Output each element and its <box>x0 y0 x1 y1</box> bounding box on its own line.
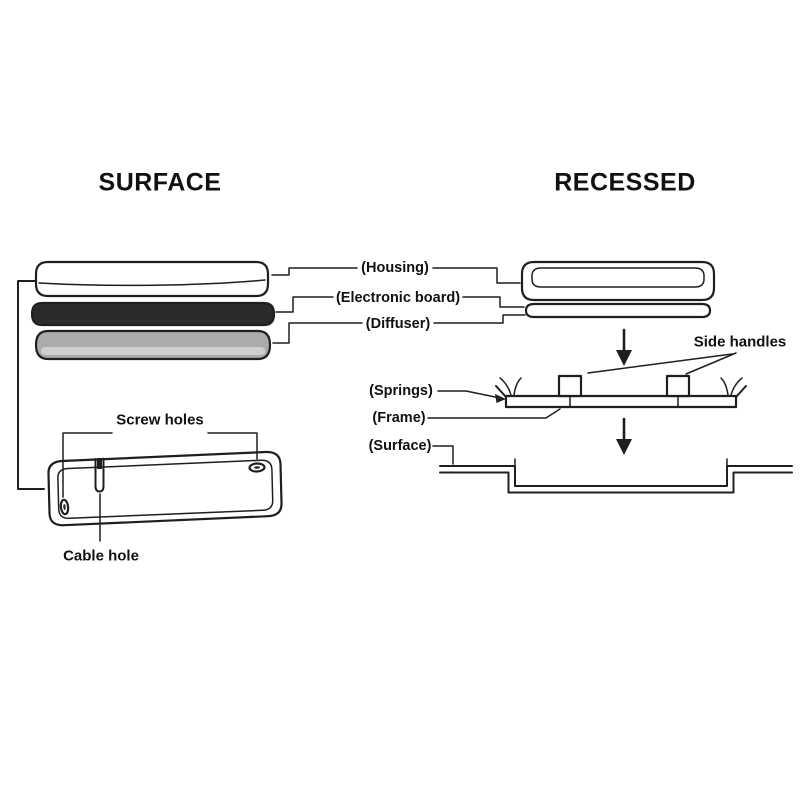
handle-right <box>665 374 691 398</box>
side-handles-leader-right <box>685 352 737 375</box>
mounting-plate <box>47 450 283 527</box>
diffuser-highlight <box>41 347 265 355</box>
recess-lip-ticks <box>514 458 728 467</box>
springs-leader <box>437 390 501 399</box>
cable-hole-slot <box>94 457 105 493</box>
title-surface: SURFACE <box>98 168 222 197</box>
down-arrow-2 <box>616 417 632 455</box>
down-arrow-1 <box>616 328 632 366</box>
label-screw-holes: Screw holes <box>116 411 204 429</box>
board-leader-right <box>462 296 525 308</box>
frame-leader <box>427 408 561 419</box>
surface-outer-line <box>439 471 793 494</box>
label-springs: (Springs) <box>369 383 433 399</box>
housing-leader-right <box>432 267 521 284</box>
label-cable-hole: Cable hole <box>63 547 139 565</box>
label-diffuser: (Diffuser) <box>365 316 431 332</box>
recessed-panel-topface <box>531 267 705 288</box>
frame-lip-left <box>495 385 507 398</box>
screw-holes-leader-right <box>207 432 258 460</box>
part-leader-lines <box>271 267 526 344</box>
recessed-panel-lip <box>524 302 712 319</box>
bracket-connector <box>17 280 45 490</box>
recessed-panel-slab <box>520 260 716 302</box>
housing-contour-line <box>38 279 266 287</box>
spring-frame-assembly <box>495 374 747 409</box>
frame-bar <box>504 394 738 409</box>
label-side-handles: Side handles <box>693 333 787 351</box>
surface-exploded-panel <box>30 260 276 361</box>
label-frame: (Frame) <box>372 410 426 426</box>
frame-lip-right <box>735 385 747 398</box>
plate-inner-outline <box>57 459 274 520</box>
label-housing: (Housing) <box>361 260 429 276</box>
plate-outline <box>47 450 283 527</box>
handle-left <box>557 374 583 398</box>
side-handles-leader-left <box>587 353 733 374</box>
screw-hole-left-center <box>63 504 66 510</box>
board-leader-left <box>275 296 334 313</box>
plate-leader-lines <box>62 432 258 542</box>
springs-leader-arrow <box>495 394 506 403</box>
spring-right <box>720 377 743 396</box>
electronic-board-slab <box>30 301 276 327</box>
label-electronic-board: (Electronic board) <box>335 290 461 306</box>
surface-leader <box>432 445 454 465</box>
label-surface: (Surface) <box>368 438 432 454</box>
diffuser-leader-left <box>272 322 363 344</box>
housing-slab <box>34 260 270 298</box>
recessed-leader-lines <box>427 352 737 465</box>
recessed-panel <box>520 260 716 319</box>
ceiling-surface-section <box>439 458 793 494</box>
spring-left <box>499 377 522 396</box>
surface-inner-line <box>439 465 793 487</box>
screw-hole-right-center <box>254 466 260 469</box>
housing-leader-left <box>271 267 358 276</box>
title-recessed: RECESSED <box>554 168 696 197</box>
screw-holes-leader-left <box>62 432 113 498</box>
diffuser-leader-right <box>433 314 526 324</box>
handle-stems <box>569 395 679 408</box>
